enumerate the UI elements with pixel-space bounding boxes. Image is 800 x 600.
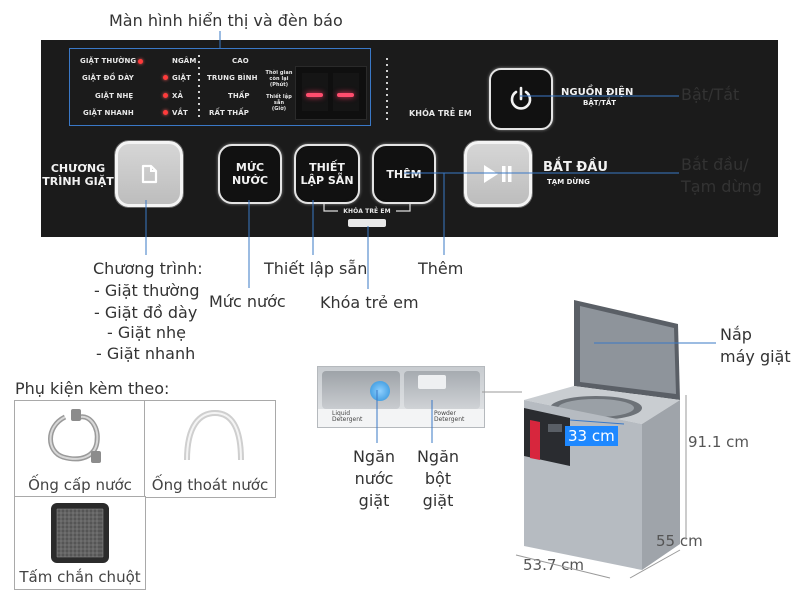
callout-power: Bật/Tắt bbox=[681, 85, 740, 104]
callout-child-lock: Khóa trẻ em bbox=[320, 293, 419, 312]
power-icon bbox=[510, 86, 532, 110]
digit-2 bbox=[333, 73, 359, 111]
play-pause-icon bbox=[484, 165, 512, 183]
indicator-dot bbox=[163, 93, 168, 98]
accessory-label-1: Ống cấp nước bbox=[28, 476, 132, 494]
drawer-front bbox=[318, 409, 484, 427]
power-button[interactable] bbox=[489, 68, 553, 130]
depth-dimension-label: 55 cm bbox=[656, 532, 703, 550]
liquid-cup bbox=[370, 381, 390, 401]
child-lock-bracket-label: KHÓA TRẺ EM bbox=[343, 208, 391, 215]
accessory-cell: Ống thoát nước bbox=[144, 400, 276, 498]
indicator-dot bbox=[138, 59, 143, 64]
accessory-cell: Ống cấp nước bbox=[14, 400, 146, 498]
panel-program-2: GIẶT ĐỒ DÀY bbox=[82, 74, 134, 82]
drain-hose-image bbox=[184, 409, 244, 461]
callout-water-level: Mức nước bbox=[209, 292, 286, 311]
display-highlight-box bbox=[69, 48, 371, 126]
child-lock-bracket bbox=[323, 204, 411, 227]
indicator-dot bbox=[163, 75, 168, 80]
start-label: BẮT ĐẦU bbox=[543, 160, 608, 175]
width-dimension-label: 53.7 cm bbox=[523, 556, 585, 574]
callout-start-1: Bắt đầu/ bbox=[681, 155, 749, 174]
callout-powder-2: bột bbox=[424, 469, 452, 488]
accessory-label-3: Tấm chắn chuột bbox=[19, 568, 141, 586]
power-label: NGUỒN ĐIỆN bbox=[561, 87, 634, 98]
digit-1 bbox=[302, 73, 328, 111]
water-level-button[interactable]: MỨC NƯỚC bbox=[218, 144, 282, 204]
indicator-dot bbox=[163, 110, 168, 115]
drum-dimension-label: 33 cm bbox=[565, 426, 618, 446]
preset-button-label-1: THIẾT bbox=[309, 161, 345, 174]
callout-lid-1: Nắp bbox=[720, 325, 752, 344]
program-button[interactable] bbox=[115, 141, 183, 207]
panel-level-1: CAO bbox=[232, 57, 249, 65]
callout-liquid-3: giặt bbox=[358, 491, 390, 510]
callout-extra: Thêm bbox=[418, 259, 464, 278]
panel-level-3: THẤP bbox=[228, 92, 250, 100]
preset-time-label: Thiết lập sẵn (Giờ) bbox=[266, 94, 292, 112]
callout-start-2: Tạm dừng bbox=[681, 177, 762, 196]
panel-stage-4: VẮT bbox=[172, 109, 188, 117]
callout-program-item-1: - Giặt thường bbox=[94, 281, 200, 300]
panel-program-1: GIẶT THƯỜNG bbox=[80, 57, 137, 65]
divider-dots bbox=[386, 58, 388, 122]
panel-program-4: GIẶT NHANH bbox=[83, 109, 134, 117]
callout-liquid-2: nước bbox=[354, 469, 394, 488]
callout-powder-1: Ngăn bbox=[416, 447, 460, 466]
start-pause-button[interactable] bbox=[464, 141, 532, 207]
callout-powder-3: giặt bbox=[422, 491, 454, 510]
callout-display: Màn hình hiển thị và đèn báo bbox=[109, 11, 343, 30]
led-segment bbox=[306, 93, 323, 97]
program-document-icon bbox=[141, 164, 158, 184]
callout-program-title: Chương trình: bbox=[93, 259, 203, 278]
power-sublabel: BẬT/TẮT bbox=[583, 99, 617, 107]
panel-program-3: GIẶT NHẸ bbox=[95, 92, 134, 100]
callout-program-item-3: - Giặt nhẹ bbox=[107, 323, 186, 342]
mouse-guard-image bbox=[51, 503, 109, 563]
liquid-detergent-label: Liquid Detergent bbox=[332, 410, 363, 423]
extra-button[interactable]: THÊM bbox=[372, 144, 436, 204]
accessory-cell: Tấm chắn chuột bbox=[14, 496, 146, 590]
callout-program-item-2: - Giặt đồ dày bbox=[94, 303, 198, 322]
panel-stage-3: XẢ bbox=[172, 92, 184, 100]
start-sublabel: TẠM DỪNG bbox=[547, 178, 590, 186]
powder-detergent-label: Powder Detergent bbox=[434, 410, 465, 423]
panel-level-4: RẤT THẤP bbox=[209, 109, 250, 117]
water-level-button-label-1: MỨC bbox=[235, 161, 265, 174]
powder-insert bbox=[418, 375, 446, 389]
inlet-hose-image bbox=[48, 409, 101, 463]
divider-dots bbox=[198, 55, 200, 121]
program-button-label-2: TRÌNH GIẶT bbox=[42, 175, 114, 188]
child-lock-small-label: KHÓA TRẺ EM bbox=[409, 109, 472, 118]
height-dimension-label: 91.1 cm bbox=[688, 433, 750, 451]
preset-button-label-2: LẬP SẴN bbox=[300, 174, 354, 187]
callout-preset: Thiết lập sẵn bbox=[264, 259, 368, 278]
water-level-button-label-2: NƯỚC bbox=[231, 174, 269, 187]
panel-stage-2: GIẶT bbox=[172, 74, 191, 82]
program-button-label-1: CHƯƠNG bbox=[50, 162, 106, 175]
callout-program-item-4: - Giặt nhanh bbox=[96, 344, 196, 363]
time-remaining-label: Thời gian còn lại (Phút) bbox=[265, 70, 293, 88]
detergent-drawer-image: Liquid Detergent Powder Detergent bbox=[317, 366, 485, 428]
panel-level-2: TRUNG BÌNH bbox=[207, 74, 258, 82]
preset-button[interactable]: THIẾT LẬP SẴN bbox=[294, 144, 360, 204]
accessories-title: Phụ kiện kèm theo: bbox=[15, 379, 170, 398]
extra-button-label: THÊM bbox=[386, 167, 422, 181]
callout-lid-2: máy giặt bbox=[720, 347, 791, 366]
digital-display bbox=[295, 66, 367, 120]
panel-stage-1: NGÂM bbox=[172, 57, 197, 65]
callout-liquid-1: Ngăn bbox=[352, 447, 396, 466]
led-segment bbox=[337, 93, 354, 97]
accessory-label-2: Ống thoát nước bbox=[151, 476, 269, 494]
